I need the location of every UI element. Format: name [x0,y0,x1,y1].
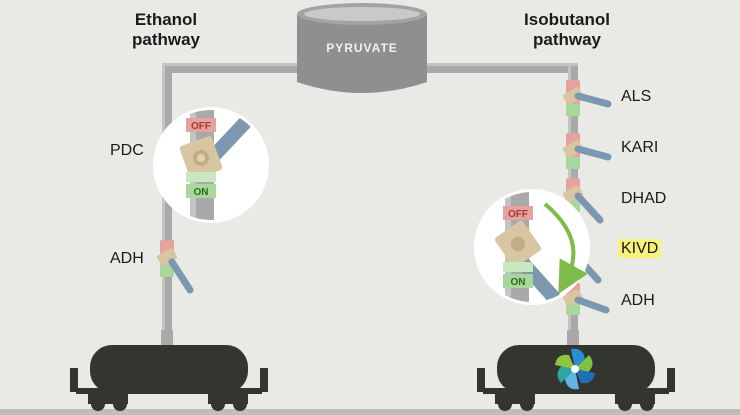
enzyme-label-adh-ethanol: ADH [110,250,144,267]
railcar-ethanol [70,330,268,411]
kivd-highlight: KIVD [618,239,662,258]
turn-arrow [543,202,588,295]
enzyme-label-kivd: KIVD [618,239,662,258]
valve-adh-left [156,240,194,294]
enzyme-label-adh-isobutanol: ADH [621,292,655,309]
enzyme-label-pdc: PDC [110,142,144,159]
valve-kari [562,133,612,169]
pdc-off-label: OFF [191,121,211,132]
enzyme-label-dhad: DHAD [621,190,667,207]
ethanol-pathway-title: Ethanol pathway [131,10,201,49]
pdc-on-label: ON [194,187,209,198]
kivd-off-label: OFF [508,209,528,220]
kivd-on-label: ON [511,277,526,288]
ground-line [0,409,740,415]
tank-label: PYRUVATE [326,41,398,55]
magnified-valve-pdc: OFF ON [153,107,269,223]
enzyme-label-kari: KARI [621,139,659,156]
pinwheel-logo [555,348,595,390]
pyruvate-tank: PYRUVATE [297,3,427,93]
isobutanol-pathway-title: Isobutanol pathway [524,10,610,49]
railcar-isobutanol [477,330,675,411]
magnified-valve-kivd: OFF ON [474,189,590,305]
valve-als [562,80,612,116]
enzyme-label-als: ALS [621,88,652,105]
